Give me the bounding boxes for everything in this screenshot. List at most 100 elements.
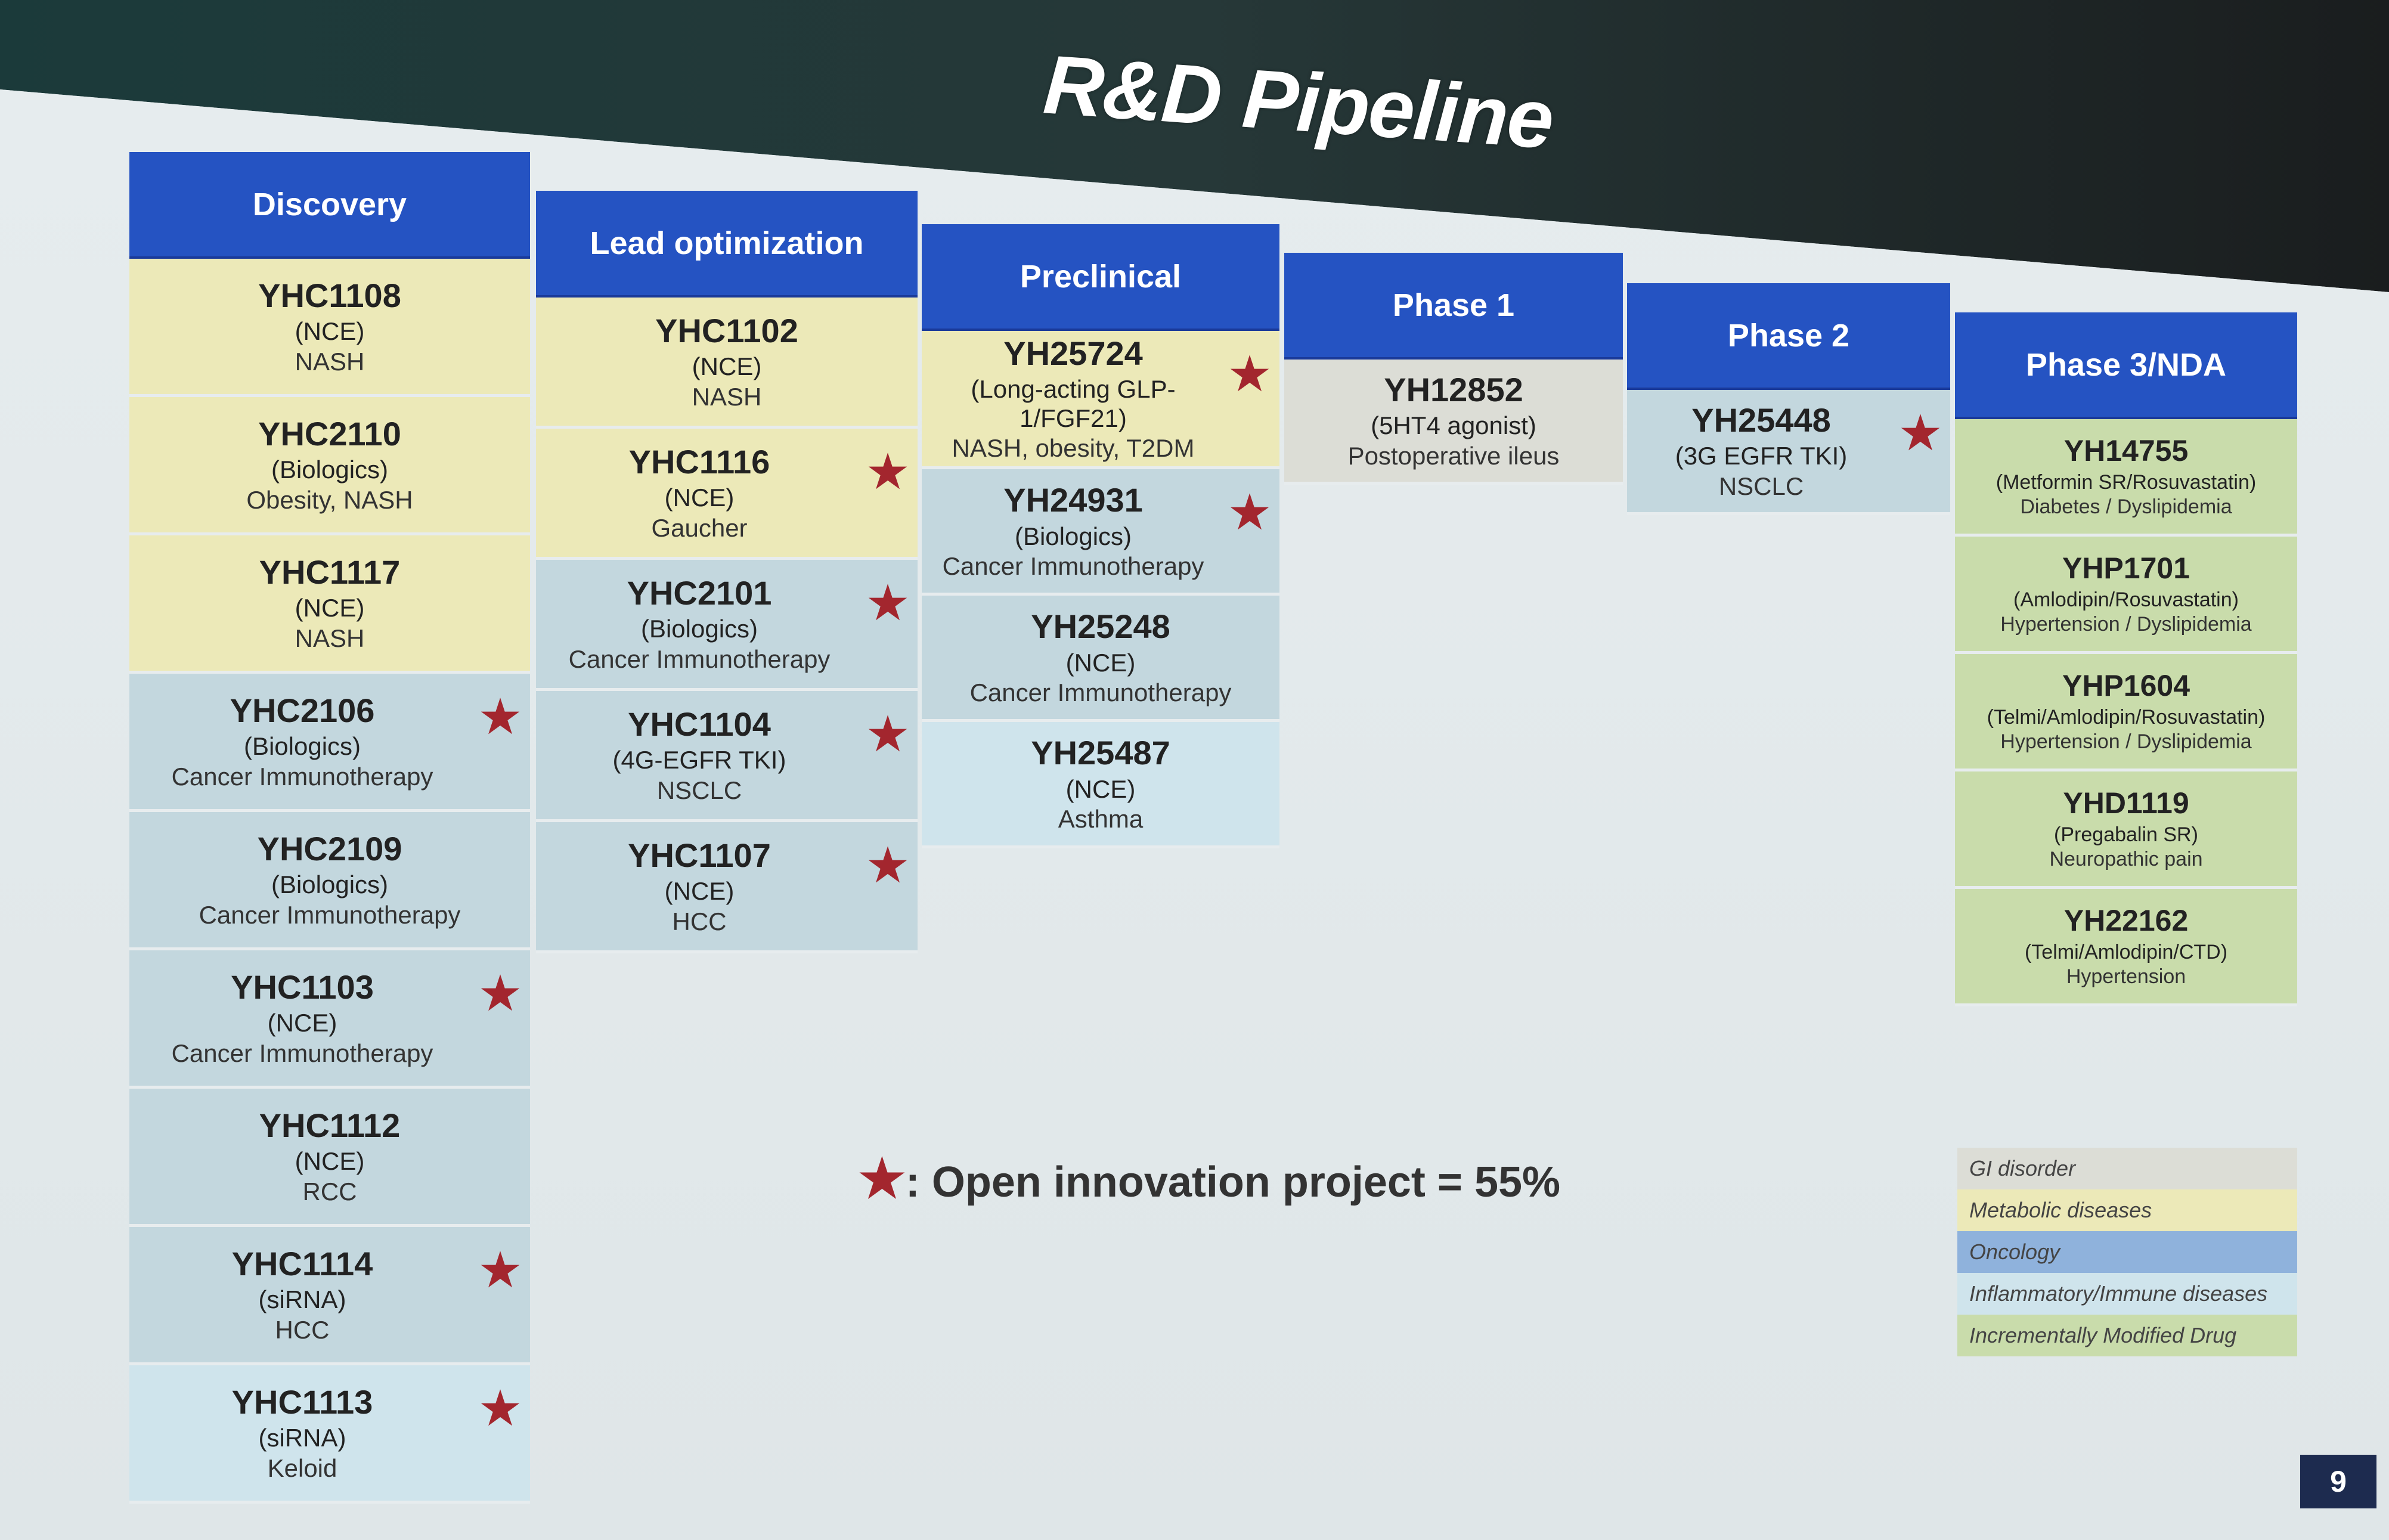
item-indication: Postoperative ileus — [1347, 441, 1560, 470]
item-id: YH25487 — [1031, 734, 1170, 772]
column-header: Preclinical — [922, 224, 1279, 331]
item-content: YHC1107 (NCE)HCC — [536, 822, 863, 950]
pipeline-item: YHC1114(siRNA)HCC★ — [129, 1227, 530, 1365]
star-icon: ★ — [865, 706, 910, 762]
item-indication: NSCLC — [1718, 472, 1804, 500]
item-content: YHC1108(NCE)NASH — [129, 259, 530, 394]
item-id: YHC1104 — [628, 705, 771, 743]
column-header: Lead optimization — [536, 191, 918, 298]
item-content: YHC1116(NCE)Gaucher — [536, 429, 863, 557]
pipeline-item: YHC2110(Biologics)Obesity, NASH — [129, 397, 530, 535]
item-type: (NCE) — [1065, 648, 1136, 677]
item-indication: Asthma — [1058, 804, 1144, 833]
pipeline-item: YHC1102(NCE)NASH — [536, 298, 918, 429]
item-id: YH12852 — [1384, 371, 1523, 408]
item-id: YHC2106 — [230, 692, 375, 729]
item-id: YH25724 — [1003, 334, 1143, 372]
star-icon: ★ — [865, 837, 910, 893]
item-content: YHC1113(siRNA)Keloid — [129, 1365, 475, 1501]
item-indication: Cancer Immunotherapy — [969, 678, 1232, 707]
star-icon: ★ — [1898, 405, 1943, 461]
item-id: YH14755 — [2063, 434, 2189, 468]
pipeline-item: YHC1113(siRNA)Keloid★ — [129, 1365, 530, 1504]
item-type: (Telmi/Amlodipin/Rosuvastatin) — [1987, 705, 2266, 729]
star-icon: ★ — [865, 575, 910, 631]
item-id: YHC1114 — [231, 1245, 373, 1282]
legend-item-imd: Incrementally Modified Drug — [1957, 1315, 2297, 1356]
footnote: ★: Open innovation project = 55% — [859, 1148, 1560, 1209]
column-header: Phase 3/NDA — [1955, 312, 2297, 419]
item-indication: NASH — [692, 382, 762, 411]
item-type: (Pregabalin SR) — [2054, 823, 2198, 846]
column-header: Phase 2 — [1627, 283, 1950, 390]
item-type: (NCE) — [295, 594, 365, 622]
item-id: YHC1112 — [259, 1107, 401, 1144]
legend-item-inflammatory: Inflammatory/Immune diseases — [1957, 1273, 2297, 1315]
item-type: (Biologics) — [1014, 522, 1132, 550]
item-type: (NCE) — [664, 877, 735, 906]
item-indication: Cancer Immunotherapy — [942, 551, 1204, 580]
item-type: (Long-acting GLP-1/FGF21) — [971, 375, 1176, 432]
item-content: YHC2101(Biologics)Cancer Immunotherapy — [536, 560, 863, 688]
item-content: YHC1103(NCE)Cancer Immunotherapy — [129, 950, 475, 1086]
pipeline-item: YHC1107 (NCE)HCC ★ — [536, 822, 918, 953]
item-indication: NASH, obesity, T2DM — [952, 433, 1195, 462]
item-id: YHP1604 — [2062, 669, 2190, 703]
item-indication: Cancer Immunotherapy — [568, 644, 831, 673]
item-type: (Amlodipin/Rosuvastatin) — [2013, 588, 2239, 611]
item-indication: Hypertension / Dyslipidemia — [2000, 730, 2252, 753]
item-id: YH24931 — [1003, 481, 1143, 519]
item-type: (5HT4 agonist) — [1371, 411, 1536, 440]
item-content: YHC2110(Biologics)Obesity, NASH — [129, 397, 530, 532]
item-indication: Obesity, NASH — [246, 485, 413, 514]
pipeline-item: YHC1112(NCE)RCC — [129, 1089, 530, 1227]
pipeline-item: YHC2101(Biologics)Cancer Immunotherapy★ — [536, 560, 918, 691]
pipeline-item: YH25248(NCE)Cancer Immunotherapy — [922, 596, 1279, 723]
item-id: YH25248 — [1031, 608, 1170, 646]
pipeline-item: YH12852 (5HT4 agonist)Postoperative ileus — [1284, 360, 1623, 485]
item-id: YHC1117 — [259, 553, 401, 591]
star-icon: ★ — [1227, 484, 1272, 541]
item-content: YH24931 (Biologics)Cancer Immunotherapy — [922, 469, 1225, 593]
item-id: YHC1103 — [231, 968, 374, 1006]
page-number: 9 — [2300, 1455, 2376, 1508]
pipeline-item: YHC2106(Biologics)Cancer Immunotherapy★ — [129, 674, 530, 812]
item-type: (3G EGFR TKI) — [1675, 442, 1848, 470]
star-icon: ★ — [1227, 346, 1272, 402]
item-indication: NASH — [295, 347, 365, 376]
item-indication: Cancer Immunotherapy — [171, 1039, 433, 1067]
pipeline-item: YH22162(Telmi/Amlodipin/CTD)Hypertension — [1955, 889, 2297, 1006]
item-id: YHC1102 — [655, 312, 798, 349]
item-content: YH25448(3G EGFR TKI)NSCLC — [1627, 390, 1895, 512]
item-id: YHC2110 — [258, 415, 401, 453]
pipeline-item: YH24931 (Biologics)Cancer Immunotherapy ★ — [922, 469, 1279, 596]
item-indication: NASH — [295, 624, 365, 652]
item-indication: Hypertension — [2066, 965, 2186, 988]
item-id: YHC1116 — [628, 443, 770, 481]
pipeline-item: YH25448(3G EGFR TKI)NSCLC★ — [1627, 390, 1950, 515]
item-content: YHC1114(siRNA)HCC — [129, 1227, 475, 1362]
item-id: YHC1108 — [258, 277, 401, 314]
item-content: YH12852 (5HT4 agonist)Postoperative ileus — [1284, 360, 1623, 482]
pipeline-item: YHC1103(NCE)Cancer Immunotherapy★ — [129, 950, 530, 1089]
item-type: (Telmi/Amlodipin/CTD) — [2024, 940, 2228, 963]
item-content: YHC1102(NCE)NASH — [536, 298, 918, 426]
item-content: YHC2106(Biologics)Cancer Immunotherapy — [129, 674, 475, 809]
item-indication: HCC — [275, 1315, 330, 1344]
star-icon: ★ — [859, 1149, 906, 1208]
star-icon: ★ — [478, 1380, 523, 1436]
pipeline-item: YHC1116(NCE)Gaucher★ — [536, 429, 918, 560]
item-indication: Cancer Immunotherapy — [199, 900, 461, 929]
pipeline-item: YHC1104(4G-EGFR TKI)NSCLC★ — [536, 691, 918, 822]
item-content: YH25248(NCE)Cancer Immunotherapy — [922, 596, 1279, 719]
pipeline-item: YH25724(Long-acting GLP-1/FGF21)NASH, ob… — [922, 331, 1279, 470]
legend-item-gi: GI disorder — [1957, 1148, 2297, 1189]
item-id: YHC1107 — [628, 836, 771, 874]
pipeline-item: YHC1108(NCE)NASH — [129, 259, 530, 397]
item-indication: HCC — [672, 907, 727, 935]
star-icon: ★ — [478, 689, 523, 745]
item-type: (4G-EGFR TKI) — [612, 746, 786, 774]
